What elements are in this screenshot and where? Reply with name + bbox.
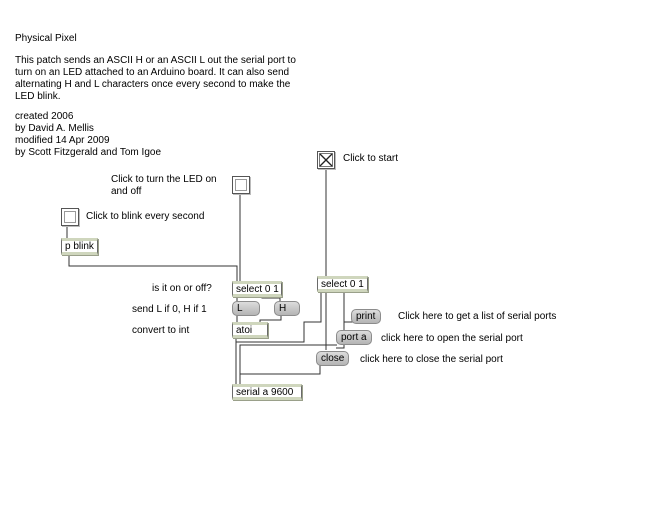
message-H[interactable]: H	[274, 301, 300, 316]
patch-title: Physical Pixel	[15, 33, 77, 44]
patch-credits: created 2006 by David A. Mellis modified…	[15, 111, 162, 158]
select-left-object[interactable]: select 0 1	[232, 281, 282, 297]
comment-send-l-h: send L if 0, H if 1	[132, 304, 207, 315]
blink-toggle[interactable]	[61, 208, 79, 226]
serial-object[interactable]: serial a 9600	[232, 384, 302, 400]
comment-click-start: Click to start	[343, 153, 399, 164]
comment-open-port: click here to open the serial port	[381, 333, 523, 344]
cord-pblink-to-select	[68, 254, 238, 283]
select-right-object[interactable]: select 0 1	[317, 276, 368, 292]
x-icon	[319, 153, 333, 167]
cord-H-to-atoi	[259, 315, 282, 322]
toggle-frame	[235, 179, 247, 191]
message-port-a[interactable]: port a	[336, 330, 372, 345]
message-close[interactable]: close	[316, 351, 349, 366]
comment-blink: Click to blink every second	[86, 211, 205, 222]
message-print[interactable]: print	[351, 309, 381, 324]
atoi-object[interactable]: atoi	[232, 322, 268, 338]
patch-description: This patch sends an ASCII H or an ASCII …	[15, 55, 296, 102]
comment-close-port: click here to close the serial port	[360, 354, 503, 365]
p-blink-object[interactable]: p blink	[61, 238, 98, 255]
comment-turn-led: Click to turn the LED on and off	[111, 174, 217, 197]
comment-is-it-on: is it on or off?	[152, 283, 212, 294]
comment-convert-int: convert to int	[132, 325, 190, 336]
toggle-frame	[64, 211, 76, 223]
led-toggle[interactable]	[232, 176, 250, 194]
comment-list-ports: Click here to get a list of serial ports	[398, 311, 557, 322]
cord-close-to-serial	[240, 365, 321, 375]
start-toggle[interactable]	[317, 151, 335, 169]
message-L[interactable]: L	[232, 301, 260, 316]
